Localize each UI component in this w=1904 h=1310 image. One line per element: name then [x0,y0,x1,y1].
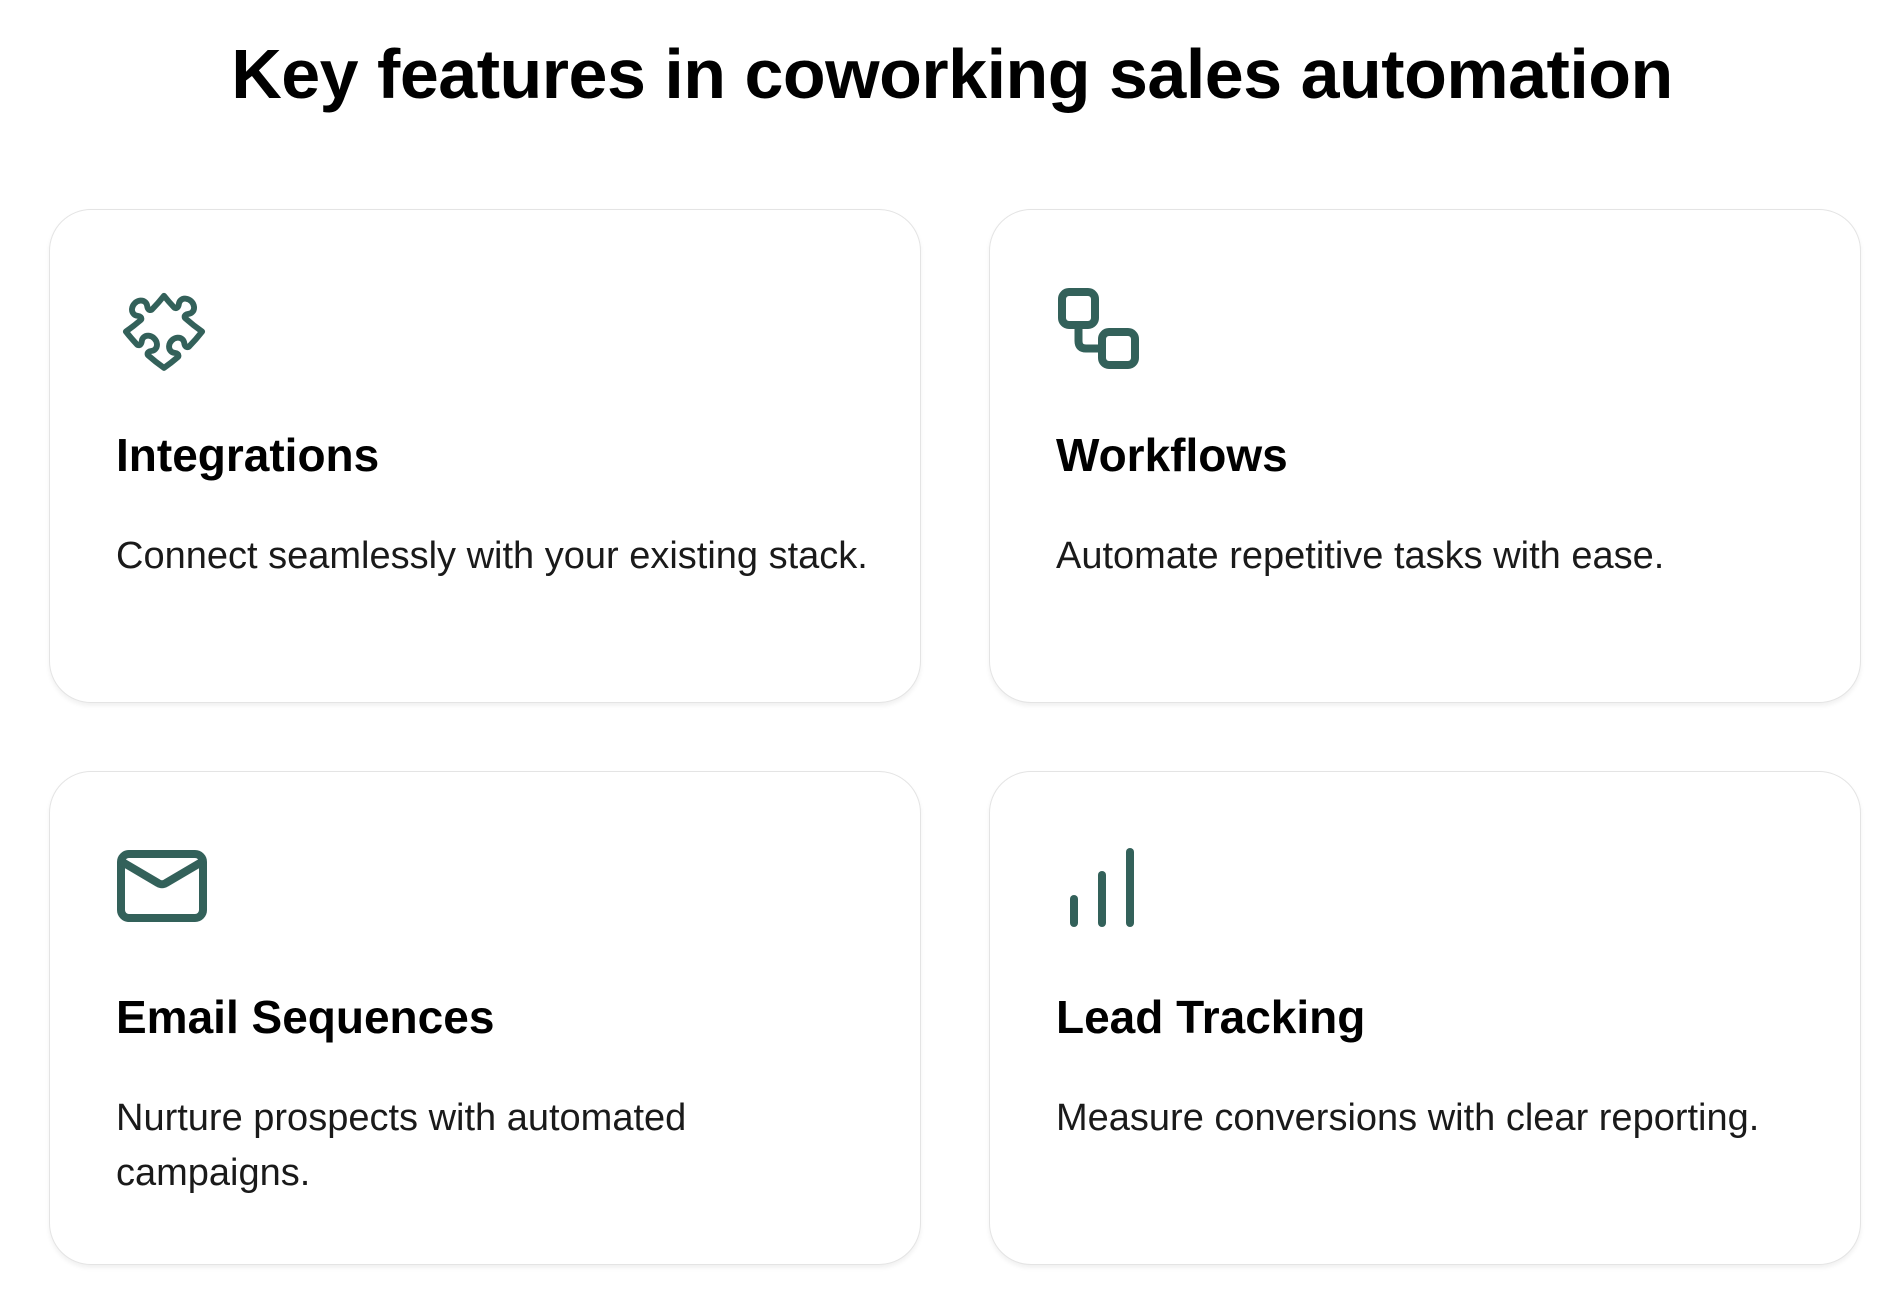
feature-description: Nurture prospects with automated campaig… [116,1097,687,1194]
feature-card-workflows: Workflows Automate repetitive tasks with… [989,209,1861,703]
feature-card-lead-tracking: Lead Tracking Measure conversions with c… [989,771,1861,1265]
feature-description: Measure conversions with clear reporting… [1056,1097,1760,1139]
feature-title: Lead Tracking [1056,991,1366,1043]
bar-chart-icon [1056,839,1152,935]
feature-card-email-sequences: Email Sequences Nurture prospects with a… [49,771,921,1265]
feature-title: Email Sequences [116,991,495,1043]
page-title: Key features in coworking sales automati… [231,35,1673,113]
feature-description: Connect seamlessly with your existing st… [116,535,868,577]
feature-title: Integrations [116,429,380,481]
mail-icon [116,839,212,935]
feature-description: Automate repetitive tasks with ease. [1056,535,1665,577]
feature-card-integrations: Integrations Connect seamlessly with you… [49,209,921,703]
feature-title: Workflows [1056,429,1288,481]
puzzle-icon [116,277,212,373]
workflow-icon [1056,277,1152,373]
